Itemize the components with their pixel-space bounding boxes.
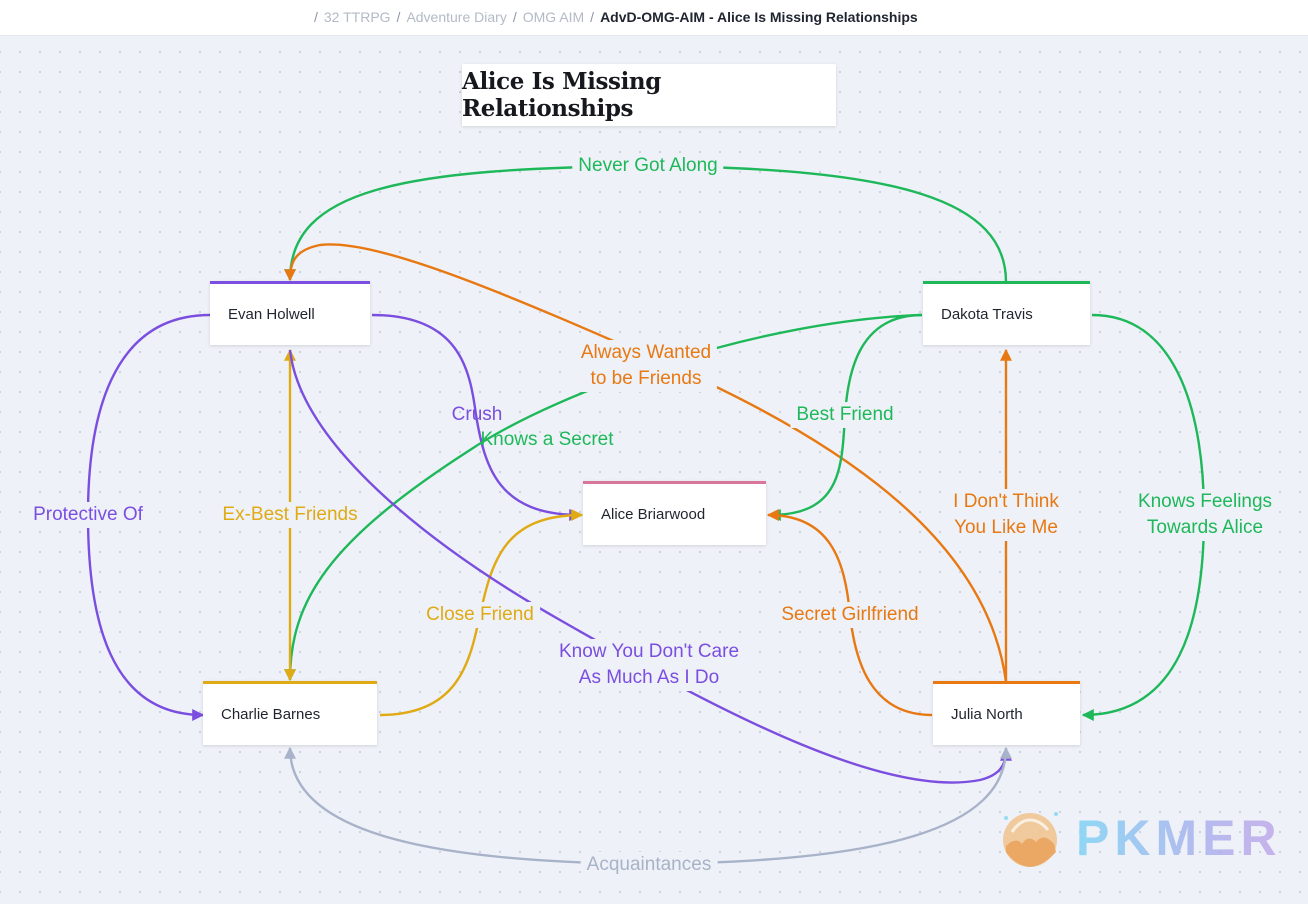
label-never-got-along: Never Got Along — [572, 153, 724, 179]
node-label: Julia North — [951, 706, 1023, 723]
edge-acquaintances — [284, 746, 1012, 866]
label-protective-of: Protective Of — [27, 502, 149, 528]
node-label: Alice Briarwood — [601, 506, 706, 523]
node-evan-holwell[interactable]: Evan Holwell — [210, 281, 370, 345]
label-knows-feelings: Knows Feelings Towards Alice — [1131, 489, 1279, 541]
node-label: Charlie Barnes — [221, 706, 321, 723]
breadcrumb-separator: / — [396, 9, 401, 25]
breadcrumb-item-ttrpg[interactable]: 32 TTRPG — [323, 9, 391, 25]
node-julia-north[interactable]: Julia North — [933, 681, 1080, 745]
label-best-friend: Best Friend — [790, 402, 900, 428]
edge-crush — [371, 313, 582, 521]
diagram-title: Alice Is Missing Relationships — [462, 68, 661, 122]
breadcrumb: / 32 TTRPG / Adventure Diary / OMG AIM /… — [314, 9, 918, 25]
breadcrumb-separator: / — [314, 9, 318, 25]
label-close-friend: Close Friend — [420, 602, 540, 628]
label-ex-best-friends: Ex-Best Friends — [216, 502, 364, 528]
node-dakota-travis[interactable]: Dakota Travis — [923, 281, 1090, 345]
node-alice-briarwood[interactable]: Alice Briarwood — [583, 481, 766, 545]
node-charlie-barnes[interactable]: Charlie Barnes — [203, 681, 377, 745]
breadcrumb-item-adventure-diary[interactable]: Adventure Diary — [406, 9, 507, 25]
breadcrumb-item-omg-aim[interactable]: OMG AIM — [522, 9, 585, 25]
label-acquaintances: Acquaintances — [580, 852, 718, 878]
pkmer-logo-text: PKMER — [1076, 810, 1282, 866]
pkmer-logo-icon — [1003, 812, 1058, 867]
label-crush: Crush — [451, 404, 503, 425]
pkmer-logo: PKMER — [998, 806, 1288, 870]
diagram-title-card: Alice Is Missing Relationships — [462, 64, 836, 126]
label-always-wanted: Always Wanted to be Friends — [574, 340, 718, 392]
label-dont-think-like-me: I Don't Think You Like Me — [947, 489, 1065, 541]
edge-knows-secret — [284, 313, 923, 682]
diagram-canvas[interactable] — [0, 36, 1308, 904]
top-bar: / 32 TTRPG / Adventure Diary / OMG AIM /… — [0, 0, 1308, 36]
node-label: Dakota Travis — [941, 306, 1033, 323]
node-label: Evan Holwell — [228, 306, 315, 323]
label-knows-secret: Knows a Secret — [480, 429, 614, 450]
label-dont-care: Know You Don't Care As Much As I Do — [552, 639, 746, 691]
breadcrumb-separator: / — [590, 9, 595, 25]
breadcrumb-current: AdvD-OMG-AIM - Alice Is Missing Relation… — [600, 9, 918, 25]
label-secret-girlfriend: Secret Girlfriend — [775, 602, 925, 628]
edge-never-got-along — [284, 164, 1008, 283]
breadcrumb-separator: / — [512, 9, 517, 25]
